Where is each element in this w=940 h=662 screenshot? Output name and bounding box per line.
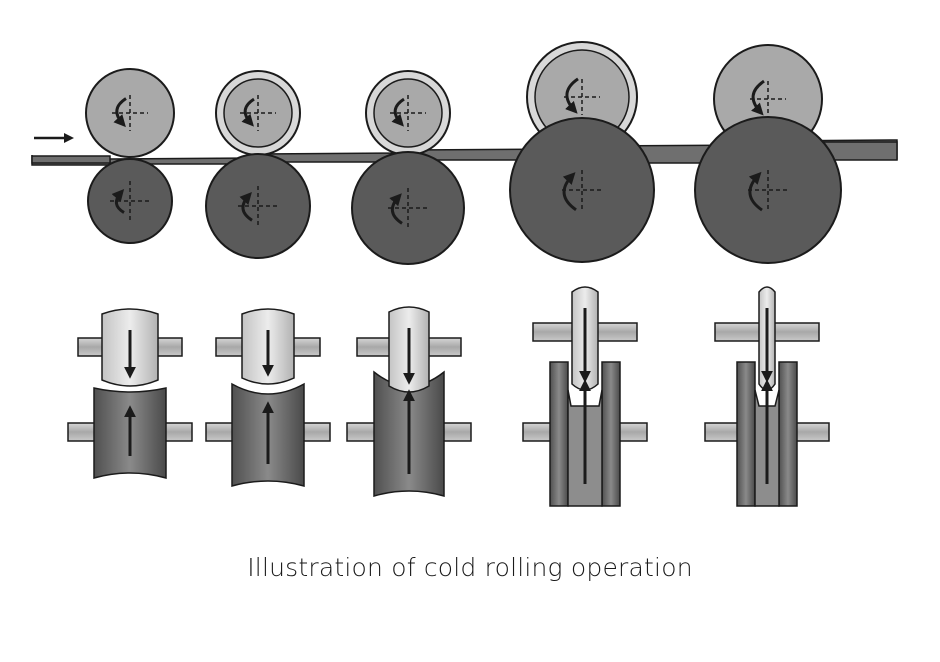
crosshair-icon [750,81,786,117]
curved-arrow-icon [562,172,577,212]
section-4 [522,286,648,507]
curved-arrow-icon [239,192,253,222]
curved-arrow-icon [113,97,127,128]
rolling-stands-illustration [31,41,898,507]
stand-1-rolls [85,68,175,244]
section-2 [205,308,331,487]
lower-flange-right [601,361,621,507]
crosshair-icon [112,95,148,131]
bottom-roll [87,158,173,244]
strip-entry [31,155,111,164]
bottom-roll [351,151,465,265]
lower-flange-left [736,361,756,507]
crosshair-icon [240,95,276,131]
curved-arrow-icon [751,79,765,116]
roll-pass-sections [67,286,830,507]
curved-arrow-icon [111,188,125,214]
lower-flange-left [549,361,569,507]
curved-arrow-icon [389,193,403,225]
bottom-roll [694,116,842,264]
stand-4-rolls [509,41,655,263]
figure-caption: Illustration of cold rolling operation [247,553,693,582]
lower-flange-right [778,361,798,507]
stand-3-rolls [351,70,465,265]
curved-arrow-icon [391,97,405,127]
section-5 [704,286,830,507]
curved-arrow-icon [241,97,255,127]
section-1 [67,308,193,479]
bottom-roll [205,153,311,259]
curved-arrow-icon [565,77,579,114]
curved-arrow-icon [748,171,763,212]
section-3 [346,306,472,497]
crosshair-icon [390,95,426,131]
rolls-front-layer [85,41,842,265]
crosshair-icon [564,79,600,115]
stand-5-rolls [694,44,842,264]
stand-2-rolls [205,70,311,259]
bottom-roll [509,117,655,263]
